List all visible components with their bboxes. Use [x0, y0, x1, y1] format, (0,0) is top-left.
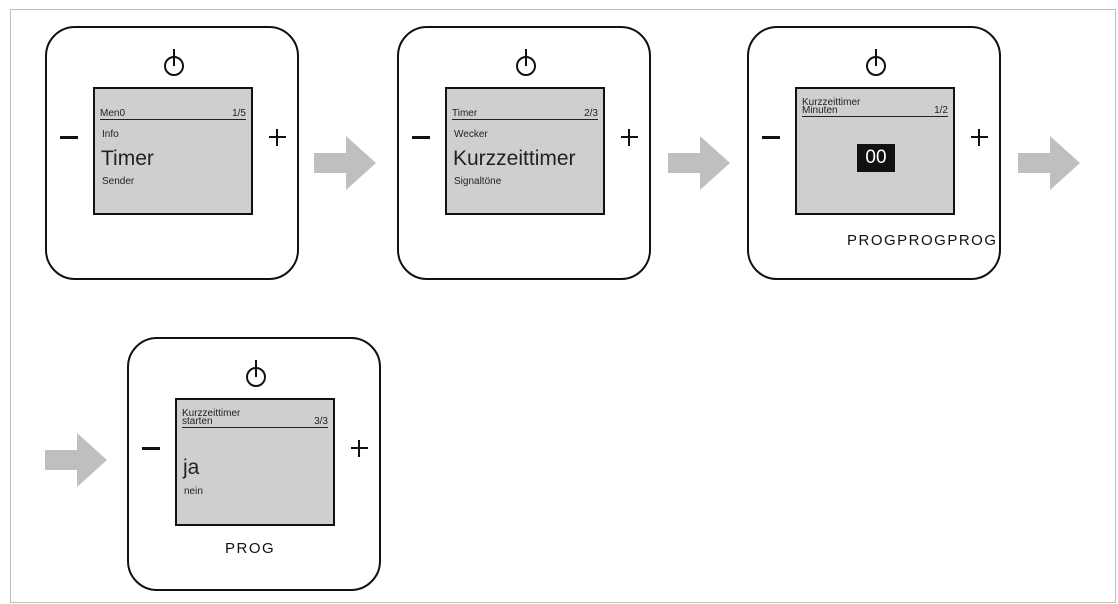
plus-button[interactable]: [971, 129, 988, 146]
arrow-right-icon: [668, 136, 730, 190]
device-step-1: Men0 1/5 Info Timer Sender: [45, 26, 299, 280]
display-screen: Men0 1/5 Info Timer Sender: [93, 87, 253, 215]
display-screen: Kurzzeittimer starten 3/3 ja nein: [175, 398, 335, 526]
menu-item-above: Wecker: [454, 129, 488, 140]
menu-item-above: Info: [102, 129, 119, 140]
screen-header: Men0 1/5: [100, 108, 246, 120]
display-screen: Kurzzeittimer Minuten 1/2 00: [795, 87, 955, 215]
device-step-3: Kurzzeittimer Minuten 1/2 00 PROGPROGPRO…: [747, 26, 1001, 280]
power-icon[interactable]: [861, 47, 891, 79]
menu-title-line-1: Kurzzeittimer: [802, 97, 861, 108]
screen-header: Timer 2/3: [452, 108, 598, 120]
device-step-2: Timer 2/3 Wecker Kurzzeittimer Signaltön…: [397, 26, 651, 280]
plus-button[interactable]: [269, 129, 286, 146]
prog-button[interactable]: PROGPROGPROG: [847, 232, 998, 249]
power-icon[interactable]: [241, 358, 271, 390]
menu-item-selected: ja: [183, 456, 200, 479]
menu-item-below: Signaltöne: [454, 176, 502, 187]
screen-header: Kurzzeittimer starten 3/3: [182, 408, 328, 428]
page-indicator: 2/3: [584, 108, 598, 119]
menu-item-selected: Timer: [101, 147, 154, 170]
menu-title: Kurzzeittimer starten: [182, 408, 240, 427]
minus-button[interactable]: [60, 136, 78, 139]
power-icon[interactable]: [159, 47, 189, 79]
menu-title-line-1: Kurzzeittimer: [182, 408, 241, 419]
minus-button[interactable]: [142, 447, 160, 450]
menu-item-below: Sender: [102, 176, 135, 187]
minus-button[interactable]: [412, 136, 430, 139]
menu-title: Kurzzeittimer Minuten: [802, 97, 860, 116]
diagram-frame: [10, 9, 1116, 603]
menu-title: Men0: [100, 108, 126, 119]
arrow-right-icon: [1018, 136, 1080, 190]
arrow-right-icon: [45, 433, 107, 487]
page-indicator: 1/2: [934, 105, 948, 116]
minutes-value: 00: [857, 144, 895, 172]
arrow-right-icon: [314, 136, 376, 190]
menu-title: Timer: [452, 108, 478, 119]
plus-button[interactable]: [621, 129, 638, 146]
menu-item-selected: Kurzzeittimer: [453, 147, 576, 170]
device-step-4: Kurzzeittimer starten 3/3 ja nein PROG: [127, 337, 381, 591]
power-icon[interactable]: [511, 47, 541, 79]
screen-header: Kurzzeittimer Minuten 1/2: [802, 97, 948, 117]
menu-title-line-2: Minuten: [802, 105, 838, 116]
minus-button[interactable]: [762, 136, 780, 139]
menu-item-below: nein: [184, 486, 203, 497]
menu-title-line-2: starten: [182, 416, 213, 427]
display-screen: Timer 2/3 Wecker Kurzzeittimer Signaltön…: [445, 87, 605, 215]
plus-button[interactable]: [351, 440, 368, 457]
page-indicator: 1/5: [232, 108, 246, 119]
prog-button[interactable]: PROG: [225, 540, 276, 557]
page-indicator: 3/3: [314, 416, 328, 427]
